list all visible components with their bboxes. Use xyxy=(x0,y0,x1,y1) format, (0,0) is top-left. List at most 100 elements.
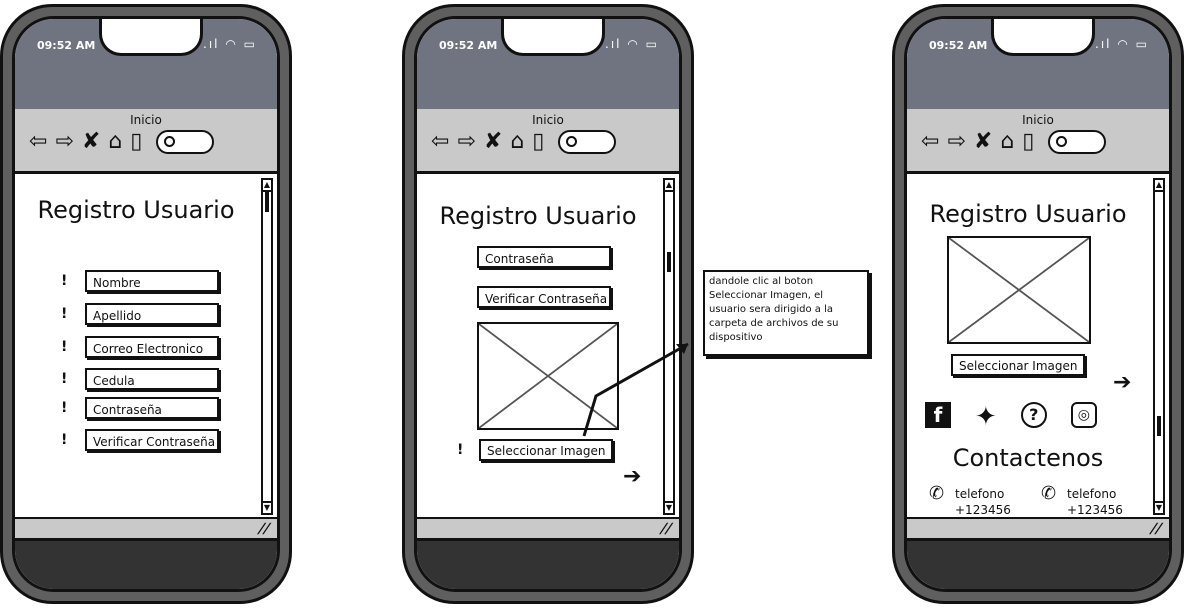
nombre-field[interactable]: Nombre xyxy=(85,270,219,292)
required-mark: ! xyxy=(61,339,68,355)
scroll-down-icon[interactable]: ▼ xyxy=(665,501,673,512)
scroll-thumb[interactable] xyxy=(1157,416,1161,436)
browser-nav: Inicio ⇦ ⇨ ✘ ⌂ ▯ xyxy=(15,109,277,174)
scroll-up-icon[interactable]: ▲ xyxy=(665,180,673,192)
battery-icon: ▭ xyxy=(243,37,257,51)
resize-grip-icon[interactable]: // xyxy=(1147,521,1164,537)
browser-nav: Inicio ⇦ ⇨ ✘ ⌂ ▯ xyxy=(417,109,679,174)
cedula-field[interactable]: Cedula xyxy=(85,368,219,390)
next-arrow-icon[interactable]: ➔ xyxy=(1113,370,1132,395)
wifi-icon: ◠ xyxy=(225,37,238,51)
contact-label: telefono xyxy=(1067,487,1117,501)
screen-content: Registro Usuario Seleccionar Imagen ➔ f … xyxy=(907,174,1169,521)
screen-content: Registro Usuario Contraseña Verificar Co… xyxy=(417,174,679,521)
required-mark: ! xyxy=(61,400,68,416)
scroll-down-icon[interactable]: ▼ xyxy=(1155,501,1163,512)
phone-registro-1: 09:52 AM .ıl ◠ ▭ Inicio ⇦ ⇨ ✘ ⌂ ▯ Regist… xyxy=(0,4,292,604)
phone-icon: ✆ xyxy=(929,483,945,504)
scroll-up-icon[interactable]: ▲ xyxy=(263,180,271,192)
nav-title: Inicio xyxy=(532,113,564,127)
scroll-up-icon[interactable]: ▲ xyxy=(1155,180,1163,192)
battery-icon: ▭ xyxy=(645,37,659,51)
close-icon[interactable]: ✘ xyxy=(81,129,101,154)
next-arrow-icon[interactable]: ➔ xyxy=(623,464,642,489)
phone-icon: ✆ xyxy=(1041,483,1057,504)
required-mark: ! xyxy=(457,442,464,458)
status-icons: .ıl ◠ ▭ xyxy=(605,37,659,51)
contact-number: +123456 xyxy=(955,503,1011,517)
resize-grip-icon[interactable]: // xyxy=(255,521,272,537)
back-arrow-icon[interactable]: ⇦ xyxy=(921,129,940,154)
seleccionar-imagen-button[interactable]: Seleccionar Imagen xyxy=(951,354,1086,376)
status-bar: 09:52 AM .ıl ◠ ▭ xyxy=(15,19,277,112)
required-mark: ! xyxy=(61,371,68,387)
facebook-icon[interactable]: f xyxy=(925,402,951,428)
status-time: 09:52 AM xyxy=(929,39,988,52)
contact-item: ✆ telefono +123456 xyxy=(929,485,1011,518)
image-placeholder xyxy=(477,322,619,430)
scroll-down-icon[interactable]: ▼ xyxy=(263,501,271,512)
bottom-bar: // xyxy=(907,517,1169,541)
back-arrow-icon[interactable]: ⇦ xyxy=(29,129,48,154)
annotation-note: dandole clic al boton Seleccionar Imagen… xyxy=(703,270,869,356)
home-icon[interactable]: ⌂ xyxy=(510,129,525,154)
bookmark-icon[interactable]: ▯ xyxy=(130,129,143,154)
signal-icon: .ıl xyxy=(605,37,622,51)
page-title: Registro Usuario xyxy=(37,196,235,224)
signal-icon: .ıl xyxy=(203,37,220,51)
home-icon[interactable]: ⌂ xyxy=(1000,129,1015,154)
help-icon[interactable]: ? xyxy=(1020,402,1047,428)
page-title: Registro Usuario xyxy=(439,202,637,230)
search-icon[interactable] xyxy=(156,129,215,154)
apellido-field[interactable]: Apellido xyxy=(85,303,219,325)
screen-content: Registro Usuario ! Nombre ! Apellido ! C… xyxy=(15,174,277,521)
contrasena-field[interactable]: Contraseña xyxy=(477,246,611,268)
social-icons: f ✦ ? ◎ xyxy=(925,402,1097,432)
forward-arrow-icon[interactable]: ⇨ xyxy=(457,129,476,154)
scroll-thumb[interactable] xyxy=(667,252,671,272)
contrasena-field[interactable]: Contraseña xyxy=(85,397,219,419)
forward-arrow-icon[interactable]: ⇨ xyxy=(947,129,966,154)
verificar-contrasena-field[interactable]: Verificar Contraseña xyxy=(85,429,219,451)
home-bar xyxy=(15,538,277,589)
search-icon[interactable] xyxy=(558,129,617,154)
contact-number: +123456 xyxy=(1067,503,1123,517)
scrollbar[interactable]: ▲ ▼ xyxy=(261,178,273,515)
scrollbar[interactable]: ▲ ▼ xyxy=(663,178,675,515)
resize-grip-icon[interactable]: // xyxy=(657,521,674,537)
verificar-contrasena-field[interactable]: Verificar Contraseña xyxy=(477,286,611,308)
contact-label: telefono xyxy=(955,487,1005,501)
page-title: Registro Usuario xyxy=(929,200,1127,228)
instagram-icon[interactable]: ◎ xyxy=(1070,402,1097,428)
contact-item: ✆ telefono +123456 xyxy=(1041,485,1123,518)
scroll-thumb[interactable] xyxy=(265,192,269,212)
contactenos-title: Contactenos xyxy=(952,444,1104,472)
bookmark-icon[interactable]: ▯ xyxy=(532,129,545,154)
required-mark: ! xyxy=(61,432,68,448)
status-icons: .ıl ◠ ▭ xyxy=(1095,37,1149,51)
bookmark-icon[interactable]: ▯ xyxy=(1022,129,1035,154)
back-arrow-icon[interactable]: ⇦ xyxy=(431,129,450,154)
wifi-icon: ◠ xyxy=(627,37,640,51)
required-mark: ! xyxy=(61,306,68,322)
twitter-icon[interactable]: ✦ xyxy=(975,402,997,432)
scrollbar[interactable]: ▲ ▼ xyxy=(1153,178,1165,515)
correo-field[interactable]: Correo Electronico xyxy=(85,336,219,358)
bottom-bar: // xyxy=(15,517,277,541)
forward-arrow-icon[interactable]: ⇨ xyxy=(55,129,74,154)
home-icon[interactable]: ⌂ xyxy=(108,129,123,154)
phone-registro-2: 09:52 AM .ıl ◠ ▭ Inicio ⇦ ⇨ ✘ ⌂ ▯ Regist… xyxy=(402,4,694,604)
bottom-bar: // xyxy=(417,517,679,541)
phone-registro-3: 09:52 AM .ıl ◠ ▭ Inicio ⇦ ⇨ ✘ ⌂ ▯ Regist… xyxy=(892,4,1184,604)
close-icon[interactable]: ✘ xyxy=(973,129,993,154)
status-time: 09:52 AM xyxy=(439,39,498,52)
seleccionar-imagen-button[interactable]: Seleccionar Imagen xyxy=(479,439,614,461)
nav-title: Inicio xyxy=(130,113,162,127)
signal-icon: .ıl xyxy=(1095,37,1112,51)
required-mark: ! xyxy=(61,273,68,289)
close-icon[interactable]: ✘ xyxy=(483,129,503,154)
browser-nav: Inicio ⇦ ⇨ ✘ ⌂ ▯ xyxy=(907,109,1169,174)
status-bar: 09:52 AM .ıl ◠ ▭ xyxy=(417,19,679,112)
search-icon[interactable] xyxy=(1048,129,1107,154)
battery-icon: ▭ xyxy=(1135,37,1149,51)
